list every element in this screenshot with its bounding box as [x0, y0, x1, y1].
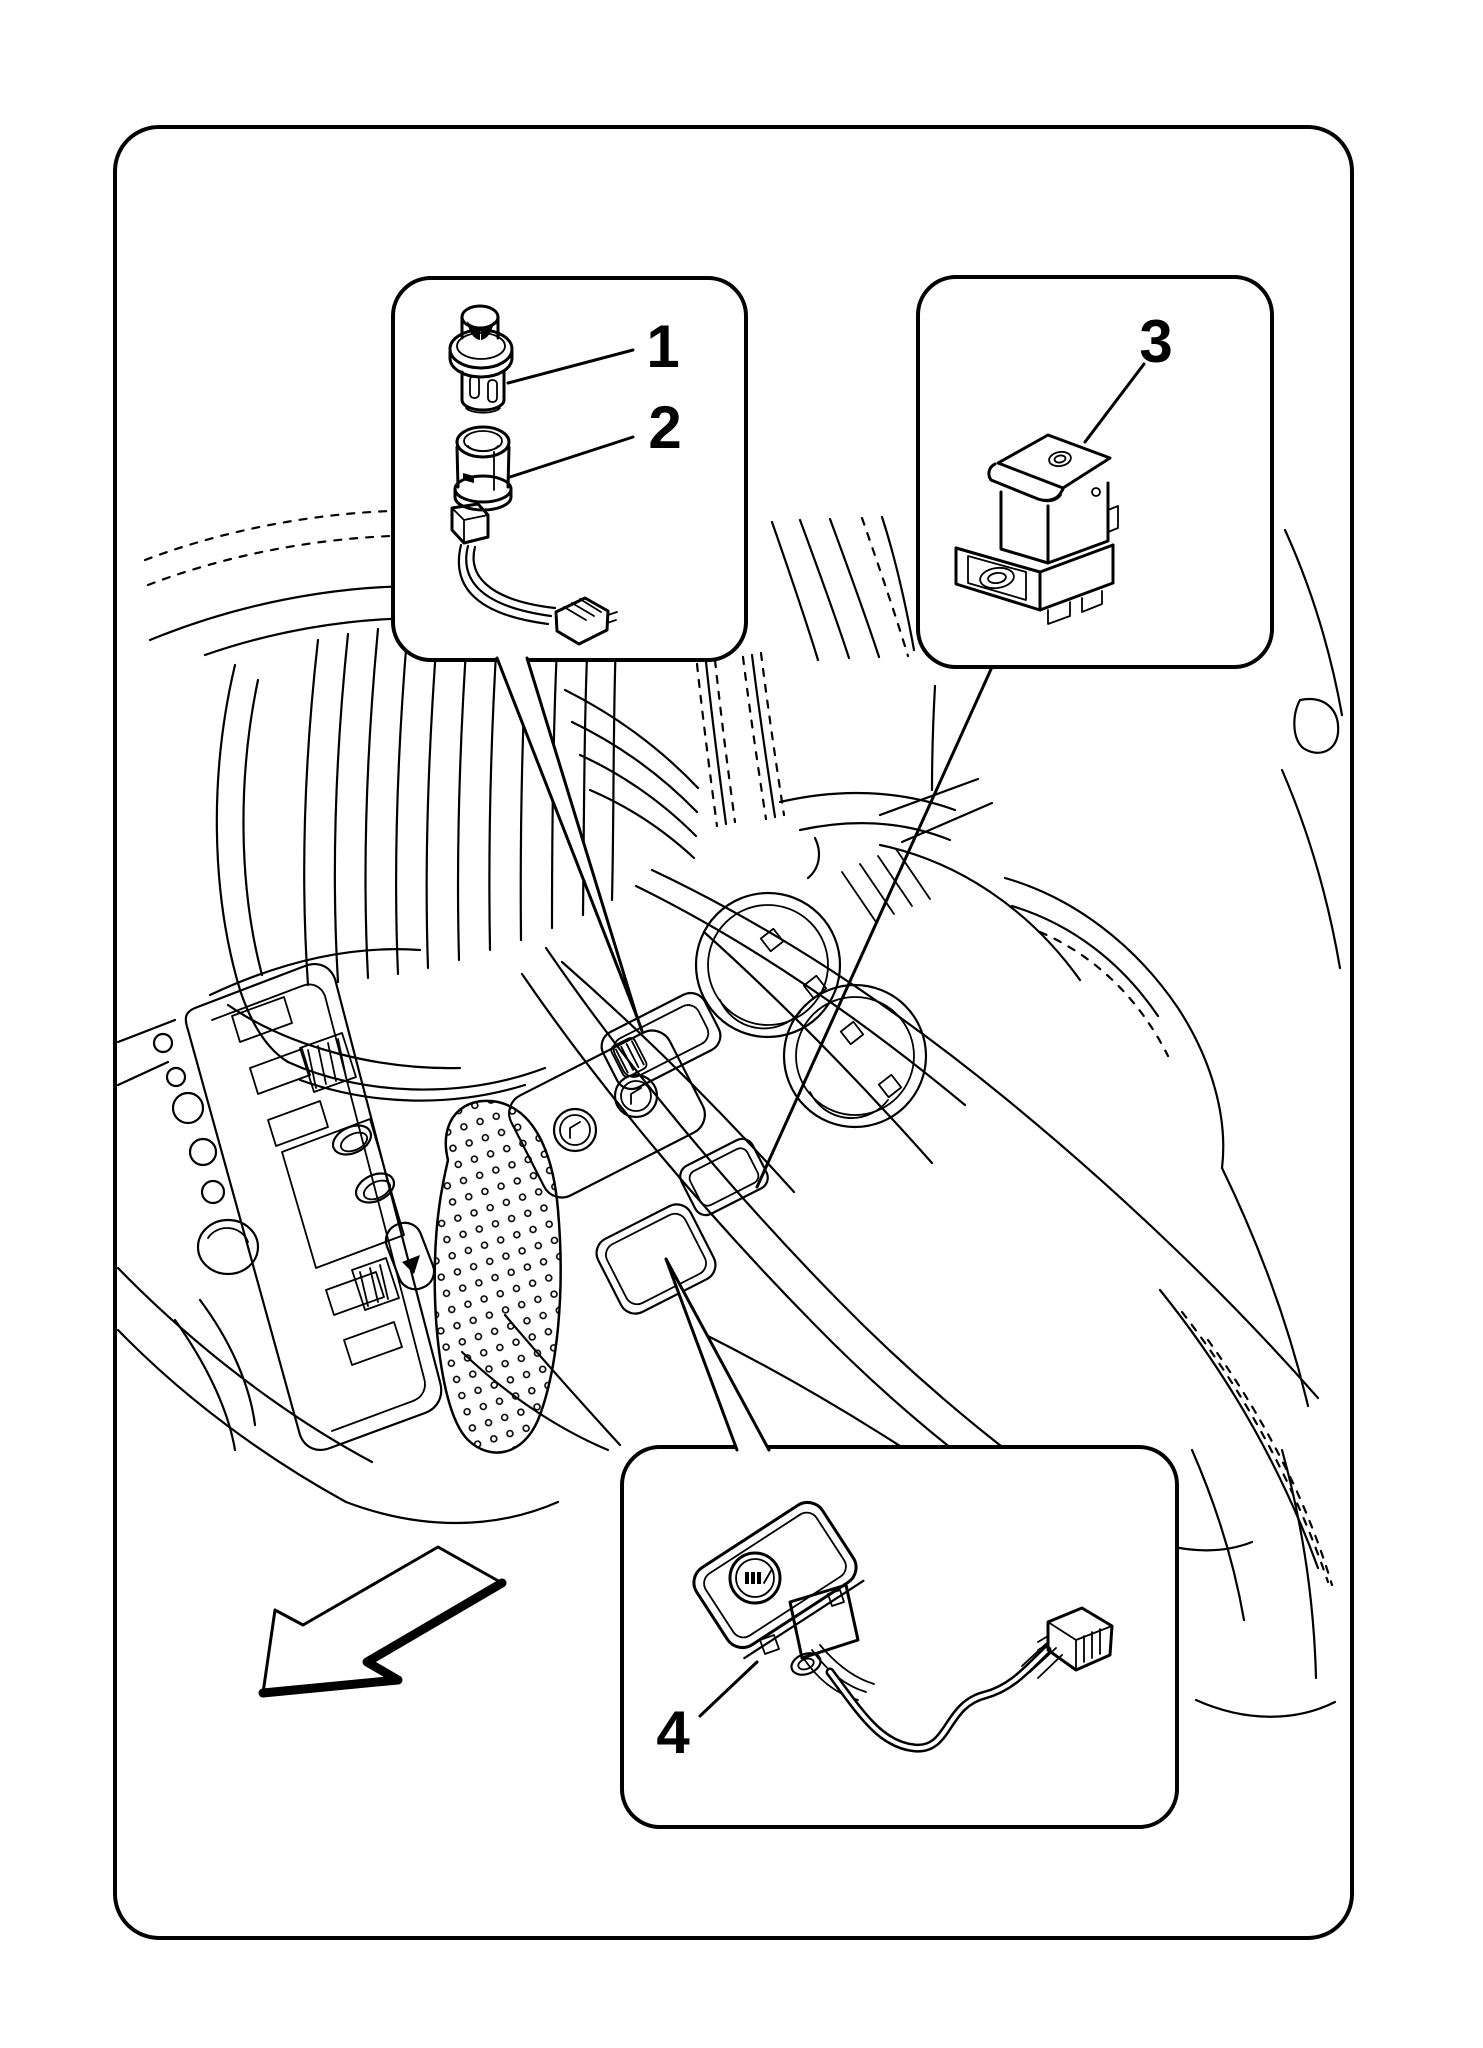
callout-box-part-4 [620, 1445, 1179, 1829]
callout-tail-box-1-2 [495, 654, 644, 1033]
label-leader-lines [506, 348, 1146, 1718]
hazard-switch [384, 1221, 436, 1291]
part-1-lighter-plug [448, 304, 514, 414]
front-seat-cushion-illustration [116, 1266, 1337, 1718]
center-stack-panel [116, 948, 443, 1452]
speaker-grille [433, 1099, 562, 1454]
armrest-illustration [1003, 876, 1310, 1408]
door-panel-illustration [770, 515, 1344, 970]
part-2-socket-pigtail [450, 425, 618, 646]
callout-box-parts-1-2 [391, 276, 748, 662]
leader-line-3 [1083, 362, 1146, 444]
callout-tail-box-4 [664, 1257, 771, 1453]
console-socket-opening-rear [679, 1137, 769, 1217]
rear-cushion-illustration [778, 791, 957, 923]
leader-line-part3-location [755, 665, 994, 1189]
callout-label-1: 1 [646, 313, 679, 380]
leader-line-1 [506, 348, 635, 385]
console-socket-opening-front [600, 991, 722, 1091]
console-front-tray [595, 1203, 717, 1315]
cigarette-lighter-icon [745, 1568, 773, 1584]
callout-label-3: 3 [1139, 308, 1172, 375]
front-direction-arrow-icon [258, 1545, 507, 1698]
part-4-socket-harness [692, 1500, 1114, 1753]
part-3-rear-socket-module [954, 433, 1119, 625]
console-illustration [116, 509, 1344, 1718]
callout-label-4: 4 [656, 1699, 690, 1766]
callout-box-part-3 [916, 275, 1274, 669]
leader-line-2 [508, 435, 635, 479]
callout-label-2: 2 [648, 394, 681, 461]
leader-line-4 [698, 1660, 759, 1718]
